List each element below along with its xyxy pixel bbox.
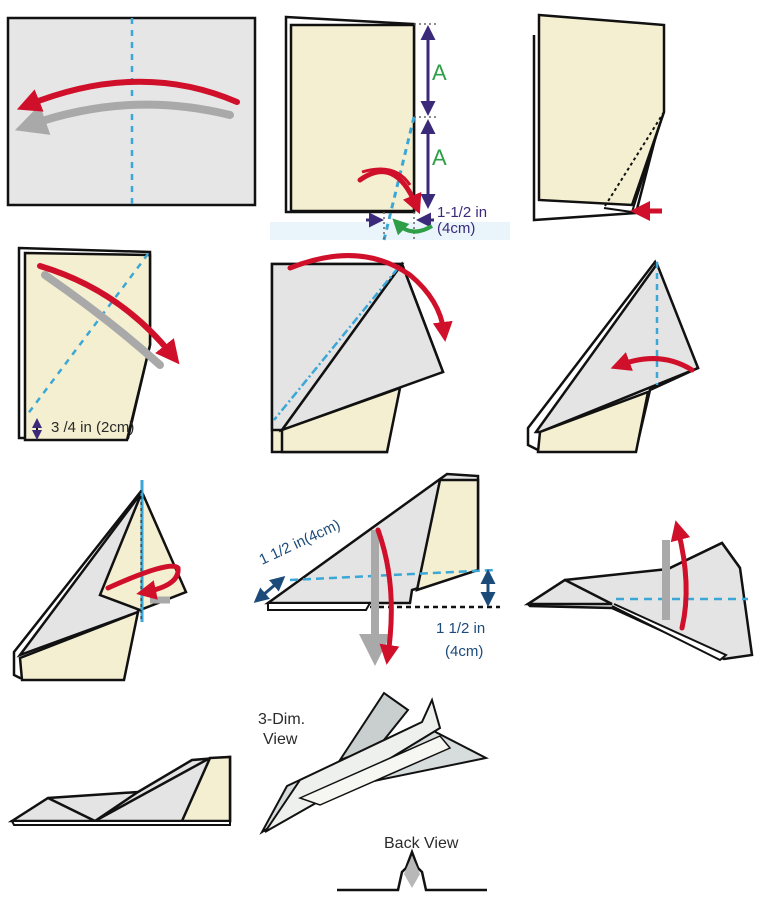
view-label-1: 3-Dim. [258, 711, 305, 728]
fold-line [26, 253, 149, 416]
step-1 [6, 16, 257, 207]
paper-front [536, 390, 650, 454]
fold-arrow-icon [357, 169, 422, 215]
step-10 [7, 755, 232, 826]
fold-line [604, 111, 665, 207]
fold-arrow-icon [37, 263, 180, 365]
bg-strip [270, 222, 510, 240]
fold-arrow-icon [287, 253, 453, 342]
step-9 [523, 520, 754, 662]
shadow-arrow-icon [14, 100, 234, 135]
measure-label-2: (4cm) [437, 220, 475, 237]
step-6 [526, 259, 700, 454]
label-a-top: A [432, 60, 447, 85]
view-label-2: View [263, 731, 298, 748]
fold-arrow-icon [670, 520, 691, 631]
fold-arrow-icon [375, 527, 400, 665]
step-7 [12, 480, 188, 682]
measure-label: 3 /4 in (2cm) [51, 419, 134, 436]
measure-label-right-1: 1 1/2 in [436, 620, 485, 637]
shadow-arrow-icon [41, 271, 164, 369]
paper-front [289, 23, 416, 213]
step-2: A A 1-1/2 in (4cm) [270, 15, 510, 241]
step-8: 1 1/2 in(4cm) 1 1/2 in (4cm) [253, 472, 500, 666]
step-4: 3 /4 in (2cm) [17, 246, 180, 442]
paper-front [18, 610, 140, 682]
label-a-bottom: A [432, 145, 447, 170]
back-view-profile [337, 848, 487, 892]
fold-arrow-icon [16, 78, 240, 112]
fold-line [273, 267, 399, 421]
green-arrow-icon [392, 218, 434, 236]
fold-line [289, 568, 496, 582]
paper-front [23, 251, 152, 442]
tuck-arrow-icon [105, 563, 181, 600]
fold-arrow-icon [610, 352, 695, 373]
step-5 [270, 253, 453, 454]
measure-label-1: 1-1/2 in [437, 204, 487, 221]
step-3 [532, 13, 666, 222]
step-12: Back View [337, 835, 487, 892]
back-view-label: Back View [384, 835, 459, 852]
paper-front [537, 13, 666, 207]
measure-arrow-diagonal [253, 576, 286, 603]
measure-label-right-2: (4cm) [445, 643, 483, 660]
step-11: 3-Dim. View [258, 691, 489, 835]
